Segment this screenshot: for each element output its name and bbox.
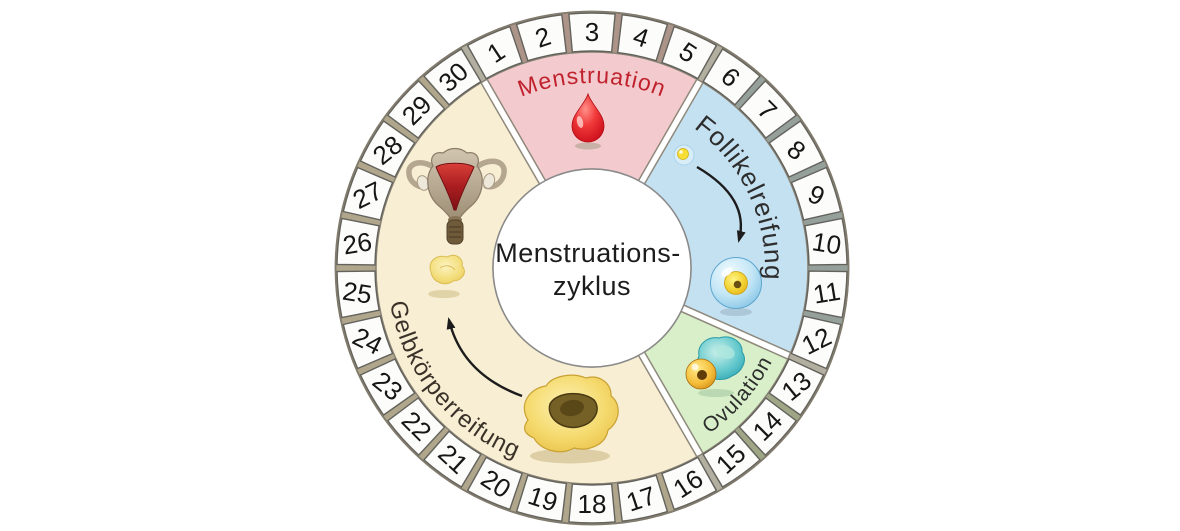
day-box (616, 14, 669, 62)
day-box (515, 14, 568, 62)
follicle-maturation-arrow-icon (696, 165, 746, 243)
day-box (804, 270, 848, 319)
day-box (768, 120, 825, 178)
corpus-luteum-regression-arrow-icon (446, 317, 523, 398)
corpus-luteum-small-icon (428, 254, 465, 298)
day-box (336, 217, 380, 266)
uterus-icon (406, 147, 507, 245)
day-box (790, 315, 842, 370)
day-box (804, 217, 848, 266)
day-box (661, 456, 718, 511)
phase-icons (406, 92, 762, 464)
day-box (386, 79, 446, 139)
immature-follicle-icon (673, 144, 695, 166)
day-box (423, 48, 482, 106)
day-box (568, 12, 616, 53)
ring-inner-border (375, 51, 809, 485)
day-box (790, 166, 842, 221)
day-number: 26 (341, 226, 374, 260)
day-box (423, 430, 482, 488)
blood-drop-icon (571, 92, 605, 150)
day-box (702, 48, 761, 106)
day-box (466, 25, 523, 80)
mature-follicle-icon (710, 257, 762, 316)
center-circle: Menstruations- zyklus (492, 168, 692, 368)
day-box (342, 315, 394, 370)
day-box (466, 456, 523, 511)
day-box (768, 358, 825, 416)
day-number: 3 (585, 17, 599, 47)
day-box (342, 166, 394, 221)
day-box (359, 358, 416, 416)
day-number: 25 (341, 276, 374, 310)
day-box (738, 397, 798, 457)
ring-outer-border (334, 10, 850, 526)
center-title: Menstruations- zyklus (495, 238, 689, 301)
day-number: 18 (578, 489, 607, 519)
day-box (336, 270, 380, 319)
day-box (359, 120, 416, 178)
day-box (738, 79, 798, 139)
day-box (568, 483, 616, 524)
day-box (702, 430, 761, 488)
day-box (661, 25, 718, 80)
day-box (515, 474, 568, 522)
day-box (386, 397, 446, 457)
day-number: 10 (810, 226, 843, 260)
corpus-luteum-large-icon (523, 374, 619, 464)
ovulation-egg-icon (685, 336, 745, 397)
day-number: 11 (811, 276, 843, 310)
day-box (616, 474, 669, 522)
